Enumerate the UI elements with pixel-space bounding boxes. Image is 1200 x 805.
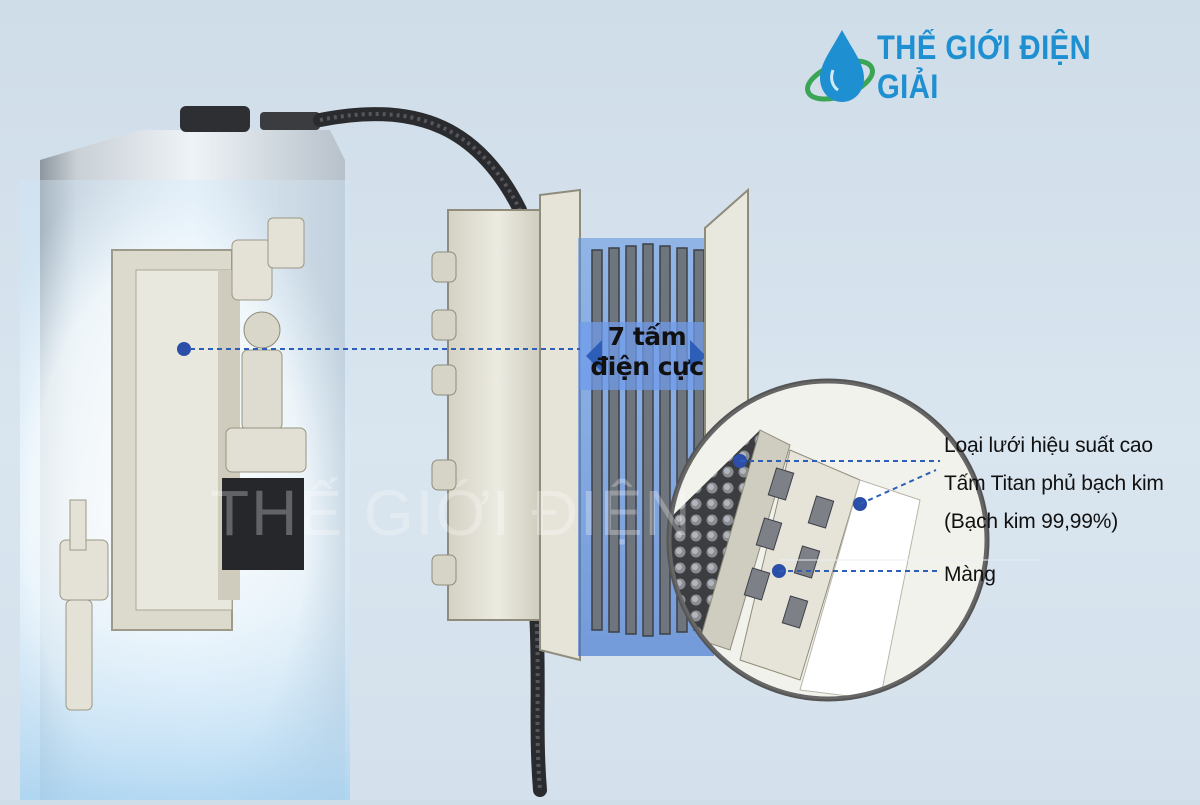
label-mesh: Loại lưới hiệu suất cao [944, 434, 1153, 457]
electrode-count-line2: điện cực [590, 352, 704, 381]
label-platinum: (Bạch kim 99,99%) [944, 510, 1119, 533]
magnifier-circle [666, 378, 990, 702]
internal-cell [59, 217, 307, 711]
brand-name: THẾ GIỚI ĐIỆN GIẢI [876, 29, 1091, 106]
label-titanium: Tấm Titan phủ bạch kim [944, 472, 1164, 495]
brand-logo: THẾ GIỚI ĐIỆN GIẢI [808, 28, 1200, 108]
brand-watermark: THẾ GIỚI ĐIỆN [210, 477, 693, 549]
cell-front-plate [431, 188, 581, 662]
water-drop-icon [805, 30, 875, 102]
electrode-count-line1: 7 tấm [607, 322, 687, 351]
electrode-stack [578, 238, 714, 656]
label-membrane: Màng [944, 563, 996, 586]
label-leader-lines [740, 460, 940, 572]
electrode-count-label: 7 tấm điện cực [574, 322, 720, 382]
